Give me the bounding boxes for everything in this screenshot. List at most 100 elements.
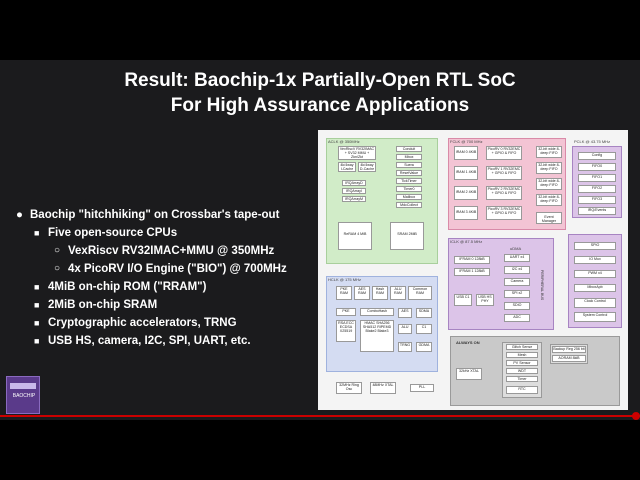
letterbox-bottom	[0, 420, 640, 480]
bullet-item: ■4MiB on-chip ROM ("RRAM")	[16, 278, 316, 296]
trng-block: TRNG	[398, 342, 412, 352]
event-manager-block: Event Manager	[536, 212, 562, 224]
bullet-square-icon: ■	[34, 318, 40, 328]
aoram-block: AORAM 8kiB	[552, 355, 586, 362]
bullet-text: USB HS, camera, I2C, SPI, UART, etc.	[48, 335, 251, 347]
glitch-sense-block: Glitch Sense	[506, 344, 538, 350]
mbox-block: Mbox	[396, 154, 422, 160]
logo-chip-icon	[10, 383, 36, 389]
dcache-block: 4k/4way D-Cache	[358, 162, 376, 172]
bullet-circle-icon: ○	[54, 263, 61, 274]
picorv-0-block: PicoRV 0 RV32EMC + GPIO & FIFO	[486, 146, 522, 160]
ifram-1-block: IFRAM 1 128kB	[454, 268, 490, 276]
sdio-block: SDIO	[504, 302, 530, 310]
common-ram-block: Common RAM	[408, 286, 432, 300]
irqarray-m-block: IRQArrayM	[342, 196, 366, 202]
spi-block: SPI x2	[504, 290, 530, 298]
bullet-square-icon: ■	[34, 336, 40, 346]
udma-label: uDMA	[510, 246, 522, 251]
alu-block: ALU	[398, 324, 412, 334]
fifo-1-block: 32-bit wide 8-deep FIFO	[536, 162, 562, 174]
gdma-block: GDMA	[416, 342, 432, 352]
pwm-block: PWM x4	[574, 270, 616, 278]
fifo2-reg-block: FIFO2	[578, 185, 616, 193]
aes-ram-block: AES RAM	[354, 286, 370, 300]
backup-reg-block: Backup Reg 256 bit	[552, 346, 586, 353]
resetvalue-block: ResetValue	[396, 170, 422, 176]
fifo3-reg-block: FIFO3	[578, 196, 616, 204]
picorv-2-block: PicoRV 2 RV32EMC + GPIO & FIFO	[486, 186, 522, 200]
fifo0-reg-block: FIFO0	[578, 163, 616, 171]
irq-events-block: IRQ/Events	[578, 207, 616, 215]
bullet-item: ○VexRiscv RV32IMAC+MMU @ 350MHz	[16, 242, 316, 260]
i2c-block: I2C x4	[504, 266, 530, 274]
fclk-label: FCLK @ 700 MHz	[450, 139, 483, 144]
mesh-block: Mesh	[506, 352, 538, 358]
pll-block: PLL	[410, 384, 434, 392]
peripheral-bus-label: PERIPHERAL BUS	[540, 270, 544, 301]
video-scrubber-handle[interactable]	[632, 412, 640, 420]
fifo1-reg-block: FIFO1	[578, 174, 616, 182]
iram-0-block: IRAM 0 4KiB	[454, 146, 478, 160]
iram-1-block: IRAM 1 4KiB	[454, 166, 478, 180]
conduit-block: Conduit	[396, 146, 422, 152]
bullet-text: VexRiscv RV32IMAC+MMU @ 350MHz	[68, 245, 275, 257]
video-progress-fill	[0, 415, 637, 417]
fifo-2-block: 32-bit wide 8-deep FIFO	[536, 178, 562, 190]
bullet-item: ■Five open-source CPUs	[16, 224, 316, 242]
usb-hs-phy-block: USB HS PHY	[476, 294, 494, 306]
uart-block: UART x4	[504, 254, 530, 262]
iram-2-block: IRAM 2 4KiB	[454, 186, 478, 200]
bullet-text: Baochip "hitchhiking" on Crossbar's tape…	[30, 209, 280, 221]
channel-logo[interactable]: BAOCHIP	[6, 376, 40, 414]
logo-text: BAOCHIP	[12, 393, 36, 399]
ifram-0-block: IFRAM 0 128kB	[454, 256, 490, 264]
pke-ram-block: PKE RAM	[336, 286, 352, 300]
hash-ram-block: Hash RAM	[372, 286, 388, 300]
bullet-text: 4x PicoRV I/O Engine ("BIO") @ 700MHz	[68, 263, 287, 275]
picorv-3-block: PicoRV 3 RV32EMC + GPIO & FIFO	[486, 206, 522, 220]
reram-block: ReRAM 4 MiB	[338, 222, 372, 250]
spio-block: SPIO	[574, 242, 616, 250]
alu-ram-block: ALU RAM	[390, 286, 406, 300]
bullet-item: ●Baochip "hitchhiking" on Crossbar's tap…	[16, 206, 316, 224]
bullet-item: ■ USB HS, camera, I2C, SPI, UART, etc.	[16, 332, 316, 350]
video-progress-bar[interactable]	[0, 412, 640, 420]
timer0-block: Timer0	[396, 186, 422, 192]
timer-block: Timer	[506, 376, 538, 382]
mdcollect-block: MdcCollect	[396, 202, 422, 208]
bullet-text: 4MiB on-chip ROM ("RRAM")	[48, 281, 207, 293]
always-on-label: ALWAYS ON	[456, 340, 480, 345]
bullet-item: ○ 4x PicoRV I/O Engine ("BIO") @ 700MHz	[16, 260, 316, 278]
slide-title-line-1: Result: Baochip-1x Partially-Open RTL So…	[124, 70, 516, 91]
hclk-label: HCLK @ 175 MHz	[328, 277, 361, 282]
fifo-0-block: 32-bit wide 8-deep FIFO	[536, 146, 562, 158]
iclk-label: ICLK @ 87.5 MHz	[450, 239, 483, 244]
rtc-block: RTC	[506, 386, 538, 394]
iclk-domain	[448, 238, 554, 330]
slide-title: Result: Baochip-1x Partially-Open RTL So…	[0, 68, 640, 118]
aes-block: AES	[398, 308, 412, 318]
pclk-label: PCLK @ 43.75 MHz	[574, 139, 611, 144]
mailbox-block: Mailbox	[396, 194, 422, 200]
usb-block: USB C1	[454, 294, 472, 306]
bullet-square-icon: ■	[34, 300, 40, 310]
presentation-slide: Result: Baochip-1x Partially-Open RTL So…	[0, 60, 640, 420]
sram-block: SRAM 2MiB	[390, 222, 424, 250]
clock-control-block: Clock Control	[574, 298, 616, 308]
irqarray-d-block: IRQArrayD	[342, 180, 366, 186]
bullet-text: 2MiB on-chip SRAM	[48, 299, 158, 311]
ring-osc-block: 32MHz Ring Osc	[336, 382, 362, 394]
suera-block: Suera	[396, 162, 422, 168]
iram-3-block: IRAM 3 4KiB	[454, 206, 478, 220]
io-mux-block: IO Mux	[574, 256, 616, 264]
picorv-1-block: PicoRV 1 RV32EMC + GPIO & FIFO	[486, 166, 522, 180]
pv-sensor-block: PV Sensor	[506, 360, 538, 366]
bullet-list: ●Baochip "hitchhiking" on Crossbar's tap…	[16, 206, 316, 350]
bullet-text: Five open-source CPUs	[48, 227, 178, 239]
fifo-3-block: 32-bit wide 8-deep FIFO	[536, 194, 562, 206]
config-block: Config	[578, 152, 616, 160]
pke-block: PKE	[336, 308, 356, 316]
aclk-label: ACLK @ 350MHz	[328, 139, 360, 144]
wdt-block: WDT	[506, 368, 538, 374]
